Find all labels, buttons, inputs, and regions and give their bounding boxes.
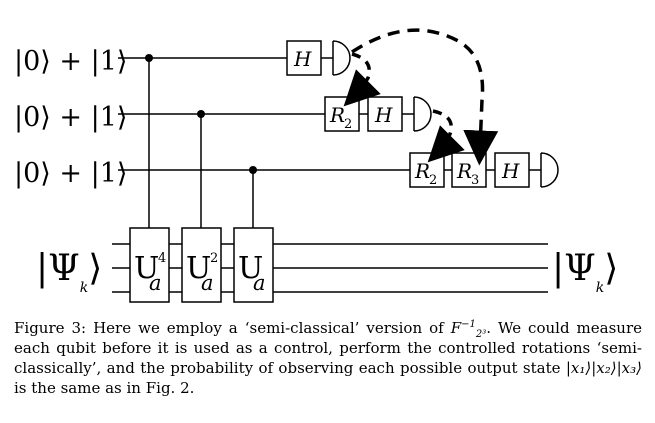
classical-control-arrow-2-to-r2 bbox=[427, 109, 465, 163]
psi-output-label: |Ψk⟩ bbox=[552, 248, 618, 296]
gate-r2-qubit-3-sub: 2 bbox=[429, 173, 437, 188]
gate-r3-qubit-3-sub: 3 bbox=[471, 173, 479, 188]
gate-r3-qubit-3-base: R bbox=[456, 159, 472, 183]
gate-u-a-base: U bbox=[238, 251, 263, 286]
caption-math-state: |x₁⟩|x₂⟩|x₃⟩ bbox=[565, 359, 642, 377]
gate-u-a2-sub: a bbox=[201, 271, 214, 295]
caption-text-part3: is the same as in Fig. 2. bbox=[14, 379, 195, 397]
control-dot-1 bbox=[145, 54, 153, 62]
classical-control-arrow-1-to-r2 bbox=[343, 52, 381, 107]
gate-h-qubit-2-label: H bbox=[374, 103, 393, 127]
measurement-qubit-1 bbox=[332, 40, 351, 76]
gate-h-qubit-1-label: H bbox=[293, 47, 312, 71]
gate-u-a2-sup: 2 bbox=[210, 251, 218, 266]
gate-u-a4-sup: 4 bbox=[158, 251, 166, 266]
gate-h-qubit-1 bbox=[286, 40, 322, 76]
measurement-qubit-3 bbox=[540, 152, 559, 188]
figure-caption: Figure 3: Here we employ a ‘semi-classic… bbox=[14, 318, 642, 398]
psi-input-subscript: k bbox=[80, 280, 88, 296]
gate-u-a4-sub: a bbox=[149, 271, 162, 295]
caption-math-f: F−12³ bbox=[450, 319, 487, 340]
gate-u-a-sub: a bbox=[253, 271, 266, 295]
gate-r2-qubit-2-base: R bbox=[329, 103, 345, 127]
control-dot-2 bbox=[197, 110, 205, 118]
psi-output-symbol: Ψ bbox=[564, 248, 596, 289]
gate-r2-qubit-2-sub: 2 bbox=[344, 117, 352, 132]
gate-h-qubit-3 bbox=[494, 152, 530, 188]
input-label-qubit-3: |0⟩ + |1⟩ bbox=[14, 158, 127, 189]
gate-h-qubit-3-label: H bbox=[501, 159, 520, 183]
classical-control-arrow-1-to-r3 bbox=[351, 28, 499, 166]
caption-label: Figure 3: bbox=[14, 319, 87, 337]
caption-text-part1: Here we employ a ‘semi-classical’ versio… bbox=[86, 319, 451, 337]
gate-u-a4 bbox=[129, 227, 170, 303]
psi-input-symbol: Ψ bbox=[48, 248, 80, 289]
gate-u-a2 bbox=[181, 227, 222, 303]
input-label-qubit-2: |0⟩ + |1⟩ bbox=[14, 102, 127, 133]
measurement-qubit-2 bbox=[413, 96, 432, 132]
caption-text-part2: . We could measure each qubit before it … bbox=[14, 319, 642, 377]
gate-u-a bbox=[233, 227, 274, 303]
control-dot-3 bbox=[249, 166, 257, 174]
gate-u-a2-base: U bbox=[186, 251, 211, 286]
quantum-circuit-diagram: |0⟩ + |1⟩ |0⟩ + |1⟩ |0⟩ + |1⟩ U 4 a U 2 … bbox=[14, 28, 618, 303]
psi-input-label: |Ψk⟩ bbox=[36, 248, 102, 296]
gate-r2-qubit-3-base: R bbox=[414, 159, 430, 183]
gate-u-a4-base: U bbox=[134, 251, 159, 286]
input-label-qubit-1: |0⟩ + |1⟩ bbox=[14, 46, 127, 77]
psi-output-subscript: k bbox=[596, 280, 604, 296]
